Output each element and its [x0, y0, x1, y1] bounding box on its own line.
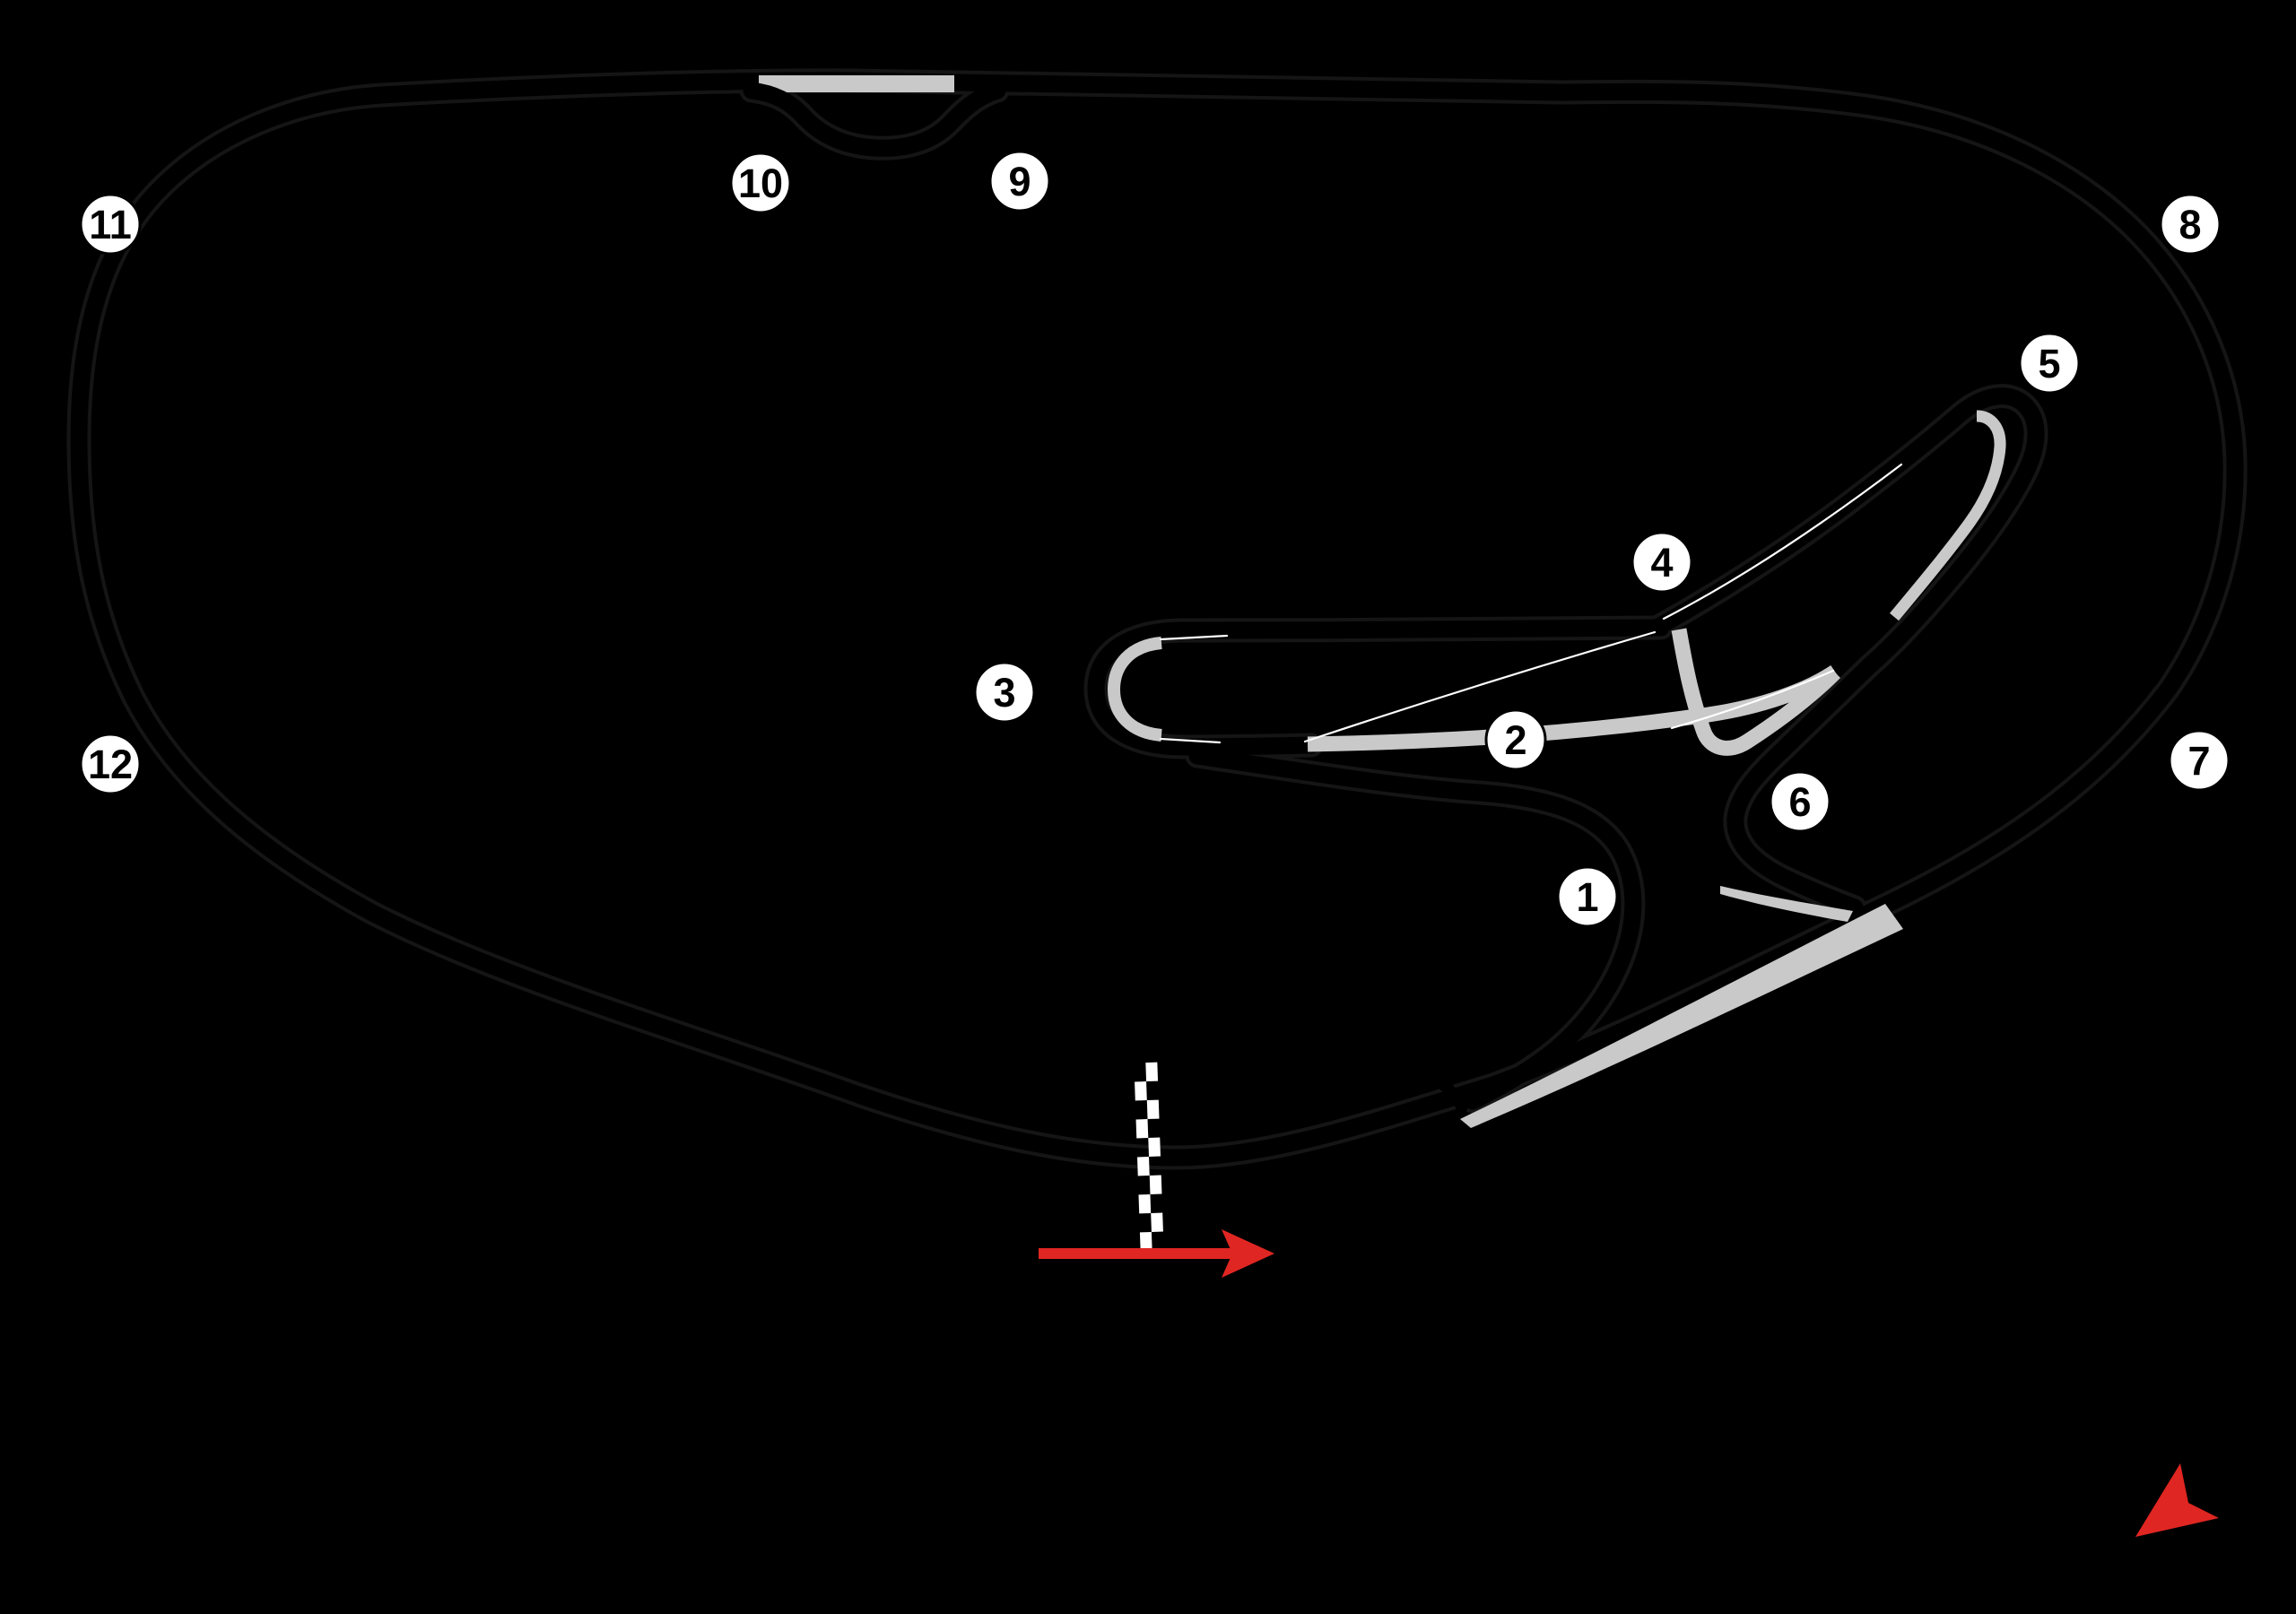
turn-marker-circle — [729, 152, 792, 214]
direction-arrow-head — [1222, 1229, 1274, 1278]
turn-marker-11: 11 — [79, 193, 142, 256]
turn-marker-number: 10 — [738, 161, 783, 206]
checker-square — [1149, 1175, 1162, 1194]
turn-marker-3: 3 — [973, 661, 1036, 724]
checker-square — [1145, 1062, 1159, 1082]
teardrop-inner-gray — [1890, 410, 2006, 621]
turn-marker-number: 12 — [88, 742, 133, 787]
checker-square — [1138, 1193, 1152, 1214]
checker-square — [1135, 1119, 1149, 1139]
crossover-separator-hairline — [1662, 463, 1903, 620]
turn-marker-circle — [988, 150, 1051, 213]
start-finish-line — [1135, 1062, 1163, 1252]
loop-bottom-gray-band — [1307, 664, 1839, 752]
turn-marker-circle — [2018, 332, 2081, 395]
checker-square — [1151, 1212, 1163, 1232]
merge-gray-wedge — [1720, 886, 1853, 922]
checker-square — [1139, 1231, 1152, 1252]
hairpin-tip-hairline-bottom — [1159, 737, 1222, 744]
turn-marker-number: 2 — [1504, 717, 1526, 763]
infield-loop-road — [1087, 619, 1670, 756]
turn-marker-number: 8 — [2179, 202, 2201, 247]
compass-arrow-icon — [2135, 1463, 2219, 1537]
checker-square — [1137, 1157, 1150, 1176]
hairpin-inner-gray — [1108, 637, 1162, 742]
turn-marker-8: 8 — [2159, 193, 2222, 256]
turn-marker-number: 1 — [1576, 874, 1598, 920]
turn-marker-number: 9 — [1008, 159, 1031, 204]
crossover-road — [1649, 387, 2045, 674]
turn-marker-6: 6 — [1769, 770, 1831, 833]
turn-marker-circle — [79, 193, 142, 256]
turn-marker-1: 1 — [1556, 865, 1619, 928]
chicane-road — [743, 82, 1006, 157]
checker-square — [1146, 1099, 1160, 1120]
turn-marker-circle — [2159, 193, 2222, 256]
turn-marker-number: 7 — [2187, 738, 2210, 784]
turn-marker-number: 6 — [1788, 779, 1811, 825]
return-road — [1726, 656, 1879, 916]
turn-marker-circle — [79, 733, 142, 795]
hairline-layer — [1159, 463, 1903, 744]
oval-track-outline — [70, 72, 2244, 1167]
turn-marker-9: 9 — [988, 150, 1051, 213]
turn-marker-circle — [1631, 531, 1693, 594]
hairpin-tip-hairline-top — [1159, 634, 1229, 641]
turn-marker-circle — [1769, 770, 1831, 833]
checker-square — [1148, 1137, 1161, 1157]
direction-arrow-shaft — [1039, 1248, 1234, 1259]
turn-marker-10: 10 — [729, 152, 792, 214]
turn-marker-2: 2 — [1484, 708, 1547, 771]
junction-separator-hairline — [1670, 669, 1835, 730]
turn-marker-circle — [1484, 708, 1547, 771]
turn-marker-number: 3 — [993, 670, 1015, 716]
junction-gray-connector — [1671, 628, 1841, 756]
turn-marker-number: 11 — [89, 202, 132, 247]
gray-segments-layer — [743, 75, 2006, 1128]
pit-apron-line — [925, 1051, 1468, 1114]
turn-marker-circle — [1556, 865, 1619, 928]
direction-arrow-icon — [1039, 1229, 1274, 1278]
backstretch-gray-bar — [759, 75, 954, 92]
turn-marker-circle — [2168, 729, 2231, 792]
turn-marker-circle — [973, 661, 1036, 724]
turn-marker-7: 7 — [2168, 729, 2231, 792]
frontstretch-gray-band — [1460, 904, 1903, 1128]
turn-marker-5: 5 — [2018, 332, 2081, 395]
checker-square — [1135, 1081, 1147, 1101]
track-road-layer — [70, 72, 2244, 1167]
turn-marker-number: 5 — [2038, 341, 2060, 386]
turn-marker-4: 4 — [1631, 531, 1693, 594]
loop-separator-hairline — [1303, 630, 1657, 743]
turn-marker-12: 12 — [79, 733, 142, 795]
turn1-hook-road — [1188, 747, 1642, 1110]
turn-marker-number: 4 — [1650, 540, 1673, 586]
